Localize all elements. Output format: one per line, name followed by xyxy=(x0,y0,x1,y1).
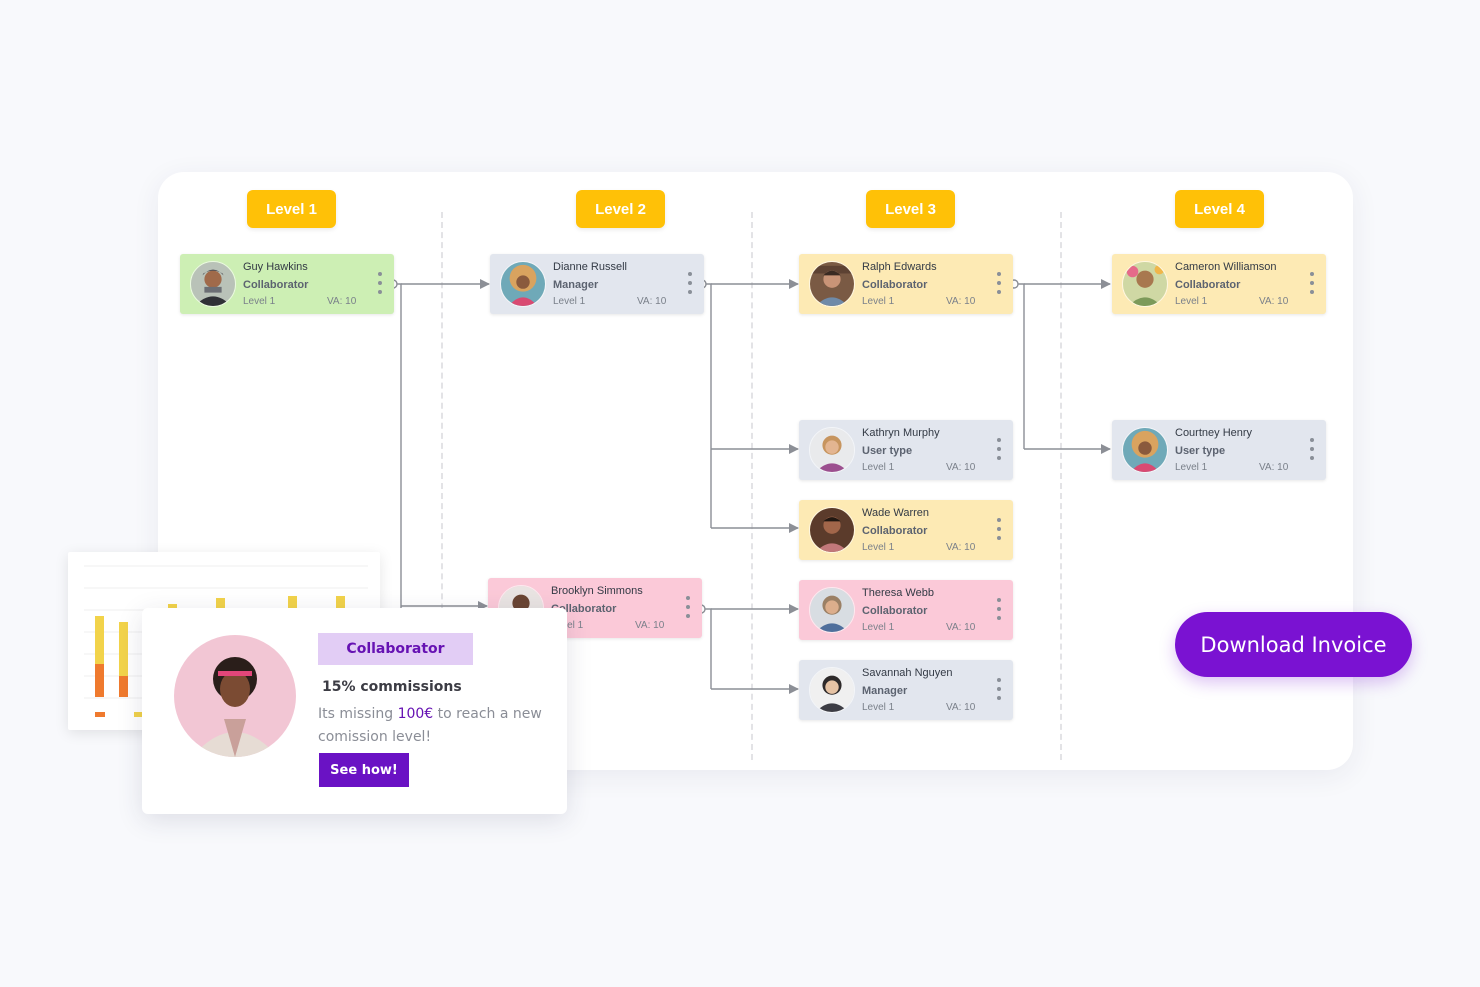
member-role: Manager xyxy=(862,685,908,697)
message-suffix: to reach a new comission level! xyxy=(318,706,542,745)
column-divider xyxy=(1060,212,1062,760)
commission-message: Its missing 100€ to reach a new comissio… xyxy=(318,703,548,749)
more-options-icon[interactable] xyxy=(688,272,692,294)
member-role: Manager xyxy=(553,279,599,291)
member-va: VA: 10 xyxy=(946,702,976,713)
avatar xyxy=(500,261,546,307)
more-options-icon[interactable] xyxy=(997,438,1001,460)
more-options-icon[interactable] xyxy=(997,518,1001,540)
member-va: VA: 10 xyxy=(635,620,665,631)
member-level: Level 1 xyxy=(243,296,276,307)
member-card-cameron-williamson[interactable]: Cameron Williamson Collaborator Level 1 … xyxy=(1112,254,1326,314)
member-va: VA: 10 xyxy=(1259,462,1289,473)
member-va: VA: 10 xyxy=(946,462,976,473)
member-name: Wade Warren xyxy=(862,507,930,519)
member-card-courtney-henry[interactable]: Courtney Henry User type Level 1 VA: 10 xyxy=(1112,420,1326,480)
missing-amount: 100€ xyxy=(397,706,434,722)
member-va: VA: 10 xyxy=(1259,296,1289,307)
level-3-badge: Level 3 xyxy=(866,190,955,228)
avatar xyxy=(809,667,855,713)
more-options-icon[interactable] xyxy=(378,272,382,294)
column-divider xyxy=(751,212,753,760)
member-va: VA: 10 xyxy=(637,296,667,307)
member-role: Collaborator xyxy=(862,605,928,617)
avatar xyxy=(1122,261,1168,307)
member-level: Level 1 xyxy=(553,296,586,307)
member-role: Collaborator xyxy=(1175,279,1241,291)
avatar xyxy=(809,427,855,473)
member-role: Collaborator xyxy=(862,525,928,537)
avatar xyxy=(174,635,296,757)
role-badge: Collaborator xyxy=(318,633,473,665)
see-how-button[interactable]: See how! xyxy=(319,753,409,787)
member-name: Ralph Edwards xyxy=(862,261,937,273)
message-prefix: Its missing xyxy=(318,706,398,722)
member-va: VA: 10 xyxy=(946,296,976,307)
member-va: VA: 10 xyxy=(327,296,357,307)
member-card-kathryn-murphy[interactable]: Kathryn Murphy User type Level 1 VA: 10 xyxy=(799,420,1013,480)
download-invoice-button[interactable]: Download Invoice xyxy=(1175,612,1412,677)
member-level: Level 1 xyxy=(862,622,895,633)
avatar xyxy=(190,261,236,307)
member-level: Level 1 xyxy=(862,702,895,713)
member-card-theresa-webb[interactable]: Theresa Webb Collaborator Level 1 VA: 10 xyxy=(799,580,1013,640)
member-card-guy-hawkins[interactable]: Guy Hawkins Collaborator Level 1 VA: 10 xyxy=(180,254,394,314)
member-name: Theresa Webb xyxy=(862,587,934,599)
member-name: Courtney Henry xyxy=(1175,427,1253,439)
member-name: Kathryn Murphy xyxy=(862,427,940,439)
avatar xyxy=(809,261,855,307)
more-options-icon[interactable] xyxy=(997,272,1001,294)
member-name: Cameron Williamson xyxy=(1175,261,1277,273)
member-card-dianne-russell[interactable]: Dianne Russell Manager Level 1 VA: 10 xyxy=(490,254,704,314)
avatar xyxy=(809,587,855,633)
column-divider xyxy=(441,212,443,760)
member-role: Collaborator xyxy=(551,603,617,615)
member-level: Level 1 xyxy=(1175,462,1208,473)
member-level: Level 1 xyxy=(551,620,584,631)
more-options-icon[interactable] xyxy=(686,596,690,618)
member-name: Dianne Russell xyxy=(553,261,627,273)
commission-promo-card: Collaborator 15% commissions Its missing… xyxy=(142,608,567,814)
member-level: Level 1 xyxy=(862,542,895,553)
avatar xyxy=(809,507,855,553)
more-options-icon[interactable] xyxy=(1310,438,1314,460)
member-level: Level 1 xyxy=(862,296,895,307)
more-options-icon[interactable] xyxy=(997,598,1001,620)
member-card-wade-warren[interactable]: Wade Warren Collaborator Level 1 VA: 10 xyxy=(799,500,1013,560)
member-role: User type xyxy=(1175,445,1226,457)
member-role: Collaborator xyxy=(243,279,309,291)
more-options-icon[interactable] xyxy=(997,678,1001,700)
commission-title: 15% commissions xyxy=(322,679,462,695)
avatar xyxy=(1122,427,1168,473)
member-name: Savannah Nguyen xyxy=(862,667,953,679)
member-level: Level 1 xyxy=(1175,296,1208,307)
member-card-savannah-nguyen[interactable]: Savannah Nguyen Manager Level 1 VA: 10 xyxy=(799,660,1013,720)
level-1-badge: Level 1 xyxy=(247,190,336,228)
more-options-icon[interactable] xyxy=(1310,272,1314,294)
member-va: VA: 10 xyxy=(946,622,976,633)
level-2-badge: Level 2 xyxy=(576,190,665,228)
level-4-badge: Level 4 xyxy=(1175,190,1264,228)
member-card-ralph-edwards[interactable]: Ralph Edwards Collaborator Level 1 VA: 1… xyxy=(799,254,1013,314)
member-name: Guy Hawkins xyxy=(243,261,308,273)
member-va: VA: 10 xyxy=(946,542,976,553)
member-name: Brooklyn Simmons xyxy=(551,585,643,597)
member-role: Collaborator xyxy=(862,279,928,291)
member-level: Level 1 xyxy=(862,462,895,473)
member-role: User type xyxy=(862,445,913,457)
